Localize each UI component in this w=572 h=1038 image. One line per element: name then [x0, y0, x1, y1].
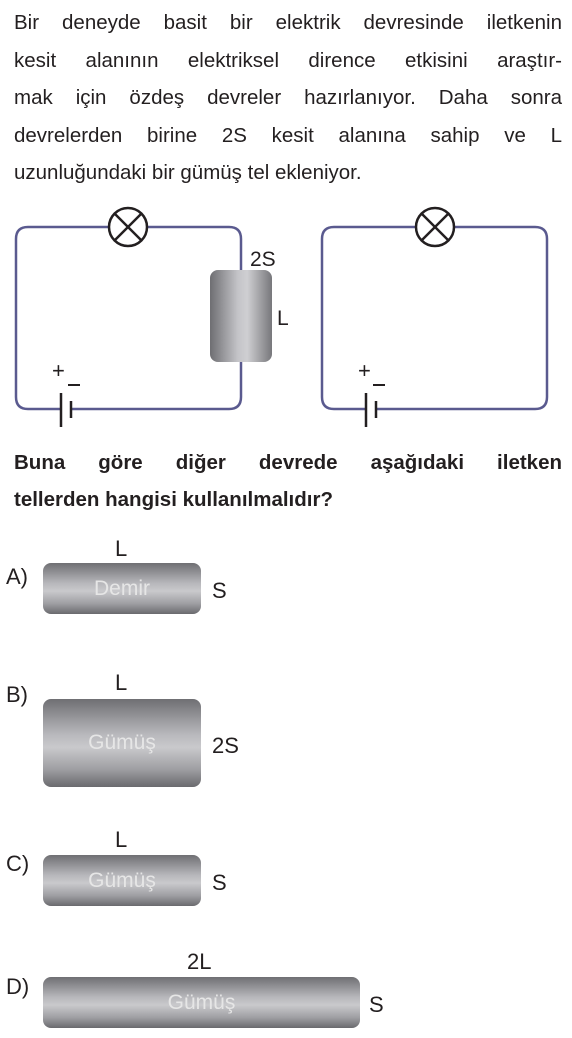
silver-wire: Gümüş [43, 855, 201, 906]
length-label: L [115, 536, 128, 561]
question-line: tellerden hangisi kullanılmalıdır? [14, 488, 333, 511]
intro-line: kesit alanının elektriksel dirence etkis… [14, 48, 562, 72]
left-circuit: + 2S L [14, 206, 289, 427]
length-label: L [115, 827, 128, 852]
area-label: 2S [250, 248, 276, 271]
length-label: 2L [187, 949, 212, 974]
option-letter: A) [6, 564, 28, 589]
silver-wire: Gümüş [43, 699, 201, 787]
bulb-icon [414, 206, 456, 248]
plus-sign: + [358, 358, 371, 383]
iron-wire: Demir [43, 563, 201, 614]
length-label: L [115, 670, 128, 695]
question-text: Buna göre diğer devrede aşağıdaki iletke… [14, 444, 562, 518]
area-label: S [212, 578, 227, 603]
option-letter: D) [6, 974, 30, 999]
option-letter: B) [6, 682, 28, 707]
area-label: 2S [212, 733, 239, 758]
battery-icon [364, 384, 385, 427]
intro-text: Bir deneyde basit bir elektrik devresind… [14, 4, 562, 192]
intro-line: uzunluğundaki bir gümüş tel ekleniyor. [14, 161, 362, 184]
option-letter: C) [6, 851, 30, 876]
silver-wire: Gümüş [43, 977, 360, 1028]
intro-line: devrelerden birine 2S kesit alanına sahi… [14, 123, 562, 147]
battery-icon [59, 384, 80, 427]
intro-line: Bir deneyde basit bir elektrik devresind… [14, 11, 562, 34]
bulb-icon [107, 206, 149, 248]
silver-wire-cylinder [210, 270, 272, 362]
plus-sign: + [52, 358, 65, 383]
area-label: S [212, 870, 227, 895]
circuit-diagrams: + 2S L + [14, 206, 549, 427]
length-label: L [277, 307, 289, 330]
question-line: Buna göre diğer devrede aşağıdaki iletke… [14, 451, 562, 474]
right-circuit: + [320, 206, 549, 427]
area-label: S [369, 992, 384, 1017]
intro-line: mak için özdeş devreler hazırlanıyor. Da… [14, 86, 562, 109]
